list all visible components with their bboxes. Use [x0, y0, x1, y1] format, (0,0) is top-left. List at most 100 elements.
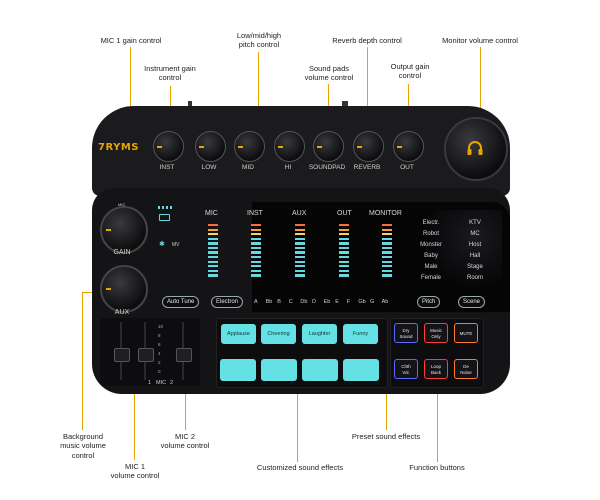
channel-label-out: OUT [337, 210, 352, 217]
hi-knob-label: HI [284, 164, 292, 171]
monitor-knob[interactable] [444, 117, 508, 181]
pitch-button[interactable]: Pitch [417, 296, 441, 308]
denoise-button[interactable]: De Noise [454, 359, 478, 379]
music-only-button[interactable]: Music Only [424, 323, 448, 343]
meter-segment [251, 260, 261, 263]
channel-label-mic: MIC [205, 210, 218, 217]
leader-mic1-vol [134, 352, 135, 460]
callout-bg-music: Background music volume control [60, 432, 106, 460]
power-indicator-dots [158, 206, 172, 209]
custom-pad-1[interactable] [220, 359, 256, 381]
meter-segment [251, 256, 261, 259]
low-knob[interactable] [195, 131, 226, 162]
fader-mic2[interactable] [176, 322, 192, 380]
channel-label-aux: AUX [292, 210, 307, 217]
meter-segment [382, 260, 392, 263]
fader-scale-label: 4 [158, 351, 161, 356]
mute-button[interactable]: MUTE [454, 323, 478, 343]
meter-segment [382, 233, 392, 236]
callout-preset-effects: Preset sound effects [351, 432, 421, 441]
out-knob-label: OUT [400, 164, 414, 171]
note-label: E [335, 299, 339, 305]
meter-inst [251, 224, 261, 279]
electron-button[interactable]: Electron [211, 296, 244, 308]
scene-button[interactable]: Scene [458, 296, 486, 308]
meter-mic [208, 224, 218, 279]
meter-segment [208, 260, 218, 263]
soundpad-knob[interactable] [313, 131, 344, 162]
meter-segment [295, 256, 305, 259]
fader-bg-music[interactable] [114, 322, 130, 380]
meter-segment [339, 233, 349, 236]
meter-segment [295, 269, 305, 272]
chth-vol-button[interactable]: Chth Vol. [394, 359, 418, 379]
inst-knob[interactable] [153, 131, 184, 162]
callout-reverb: Reverb depth control [332, 36, 402, 45]
callout-function-buttons: Function buttons [409, 463, 465, 472]
low-knob-label: LOW [201, 164, 217, 171]
gain-mini-label: MIC [118, 202, 126, 207]
callout-monitor-volume: Monitor volume control [442, 36, 518, 45]
battery-icon [159, 214, 170, 221]
meter-segment [208, 246, 218, 250]
pad-cheering[interactable]: Cheering [261, 324, 296, 344]
effect-right-1: MC [470, 231, 480, 237]
gain-knob[interactable] [100, 206, 148, 254]
pad-applause[interactable]: Applause [221, 324, 256, 344]
callout-mic2-volume: MIC 2 volume control [160, 432, 210, 451]
meter-segment [251, 246, 261, 250]
callout-mic1-volume: MIC 1 volume control [110, 462, 160, 481]
aux-knob[interactable] [100, 265, 148, 313]
note-label: G [370, 299, 375, 305]
reverb-knob-label: REVERB [353, 164, 381, 171]
callout-mic1-gain: MIC 1 gain control [100, 36, 162, 45]
meter-segment [382, 242, 392, 245]
leader-custom [297, 384, 298, 462]
callout-pitch: Low/mid/high pitch control [236, 31, 282, 50]
meter-segment [295, 237, 305, 240]
effect-left-2: Monster [420, 242, 442, 248]
meter-segment [251, 274, 261, 277]
mv-label: MV [172, 242, 180, 248]
pad-funny[interactable]: Funny [343, 324, 378, 344]
note-label: Gb [358, 299, 366, 305]
out-knob[interactable] [393, 131, 424, 162]
meter-segment [382, 274, 392, 277]
meter-segment [251, 237, 261, 240]
meter-segment [295, 246, 305, 250]
mid-knob[interactable] [234, 131, 265, 162]
effect-left-1: Robot [422, 231, 439, 237]
meter-segment [382, 269, 392, 272]
pad-laughter[interactable]: Laughter [302, 324, 337, 344]
effect-right-3: Hall [469, 253, 481, 259]
hi-knob[interactable] [274, 131, 305, 162]
fader-mic1[interactable] [138, 322, 154, 380]
meter-segment [295, 265, 305, 268]
custom-pad-3[interactable] [302, 359, 338, 381]
leader-reverb [367, 47, 368, 132]
meter-segment [208, 242, 218, 245]
meter-segment [382, 228, 392, 231]
fader-scale-label: 10 [158, 324, 164, 329]
channel-label-monitor: MONITOR [369, 210, 402, 217]
note-label: B [277, 299, 281, 305]
meter-segment [251, 251, 261, 254]
reverb-knob[interactable] [353, 131, 384, 162]
loop-back-button[interactable]: Loop Back [424, 359, 448, 379]
auto-tune-button[interactable]: Auto Tune [162, 296, 200, 308]
top-clip [188, 101, 192, 106]
custom-pad-2[interactable] [261, 359, 297, 381]
note-label: Ab [381, 299, 389, 305]
custom-pad-4[interactable] [343, 359, 379, 381]
meter-segment [295, 274, 305, 277]
mid-knob-label: MID [242, 164, 254, 171]
dry-sound-button[interactable]: Dry Sound [394, 323, 418, 343]
note-label: A [254, 299, 258, 305]
meter-segment [382, 256, 392, 259]
note-label: F [346, 299, 351, 305]
meter-segment [208, 228, 218, 231]
meter-segment [251, 233, 261, 236]
meter-segment [339, 251, 349, 254]
meter-segment [382, 224, 392, 227]
